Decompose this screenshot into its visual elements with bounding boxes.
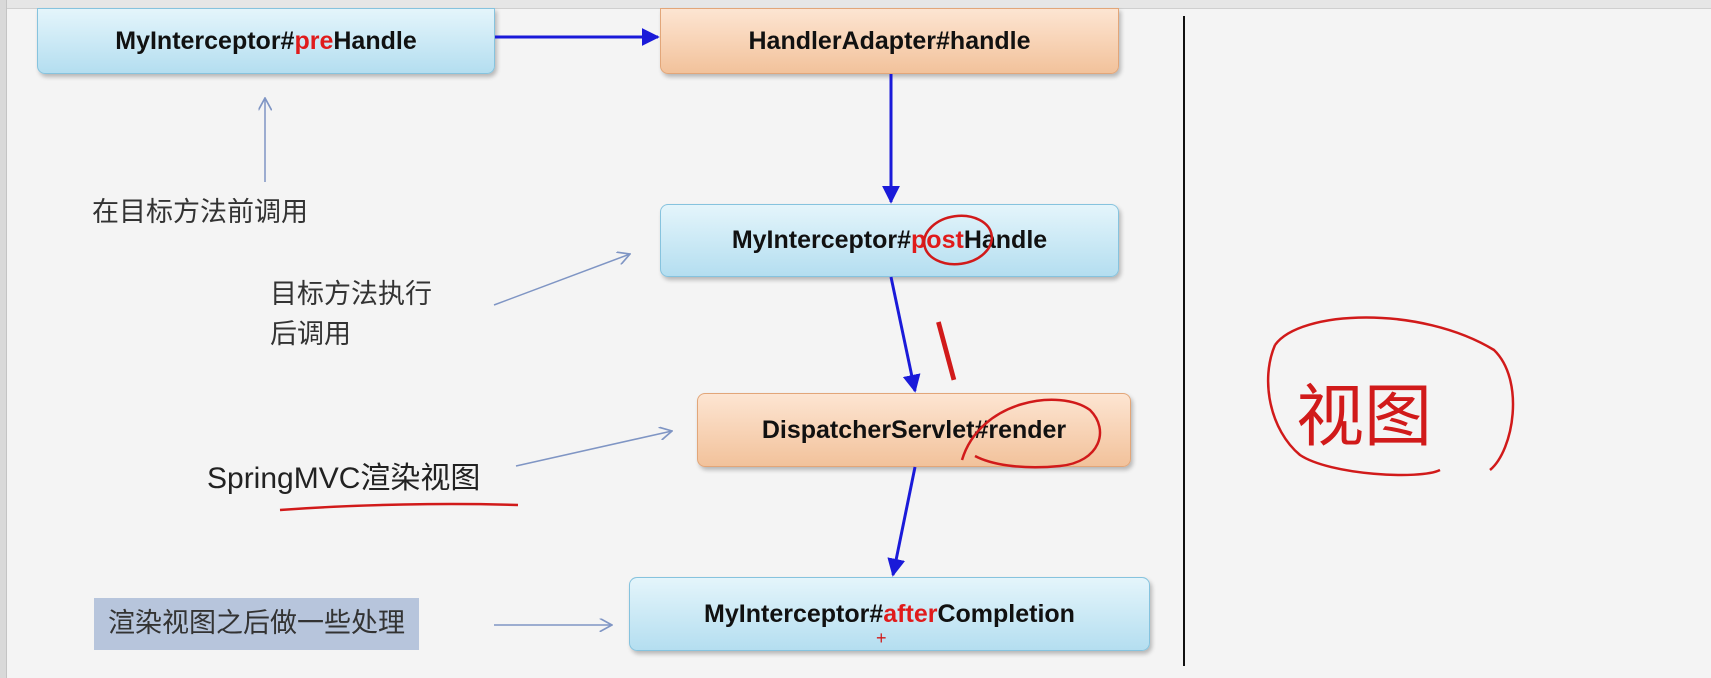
posthandle-suffix: Handle bbox=[963, 226, 1048, 254]
note-after-target-line1: 目标方法执行 bbox=[270, 279, 432, 310]
note-before-target: 在目标方法前调用 bbox=[92, 197, 308, 228]
posthandle-prefix: MyInterceptor# bbox=[731, 226, 912, 254]
note-after-render: 渲染视图之后做一些处理 bbox=[94, 598, 419, 650]
vertical-divider bbox=[1183, 16, 1185, 666]
prehandle-highlight: pre bbox=[294, 26, 334, 55]
dispatcher-render-box: DispatcherServlet#render bbox=[697, 393, 1131, 467]
prehandle-suffix: Handle bbox=[333, 26, 417, 55]
after-completion-prefix: MyInterceptor# bbox=[704, 599, 884, 628]
posthandle-highlight: post bbox=[911, 226, 964, 254]
handler-adapter-box: HandlerAdapter#handle bbox=[660, 8, 1119, 74]
note-after-target-line2: 后调用 bbox=[270, 319, 351, 350]
after-completion-suffix: Completion bbox=[937, 599, 1075, 628]
after-completion-highlight: after bbox=[883, 599, 938, 628]
handler-adapter-label: HandlerAdapter#handle bbox=[748, 26, 1031, 55]
window-left-edge bbox=[0, 0, 7, 678]
dispatcher-render-label: DispatcherServlet#render bbox=[761, 415, 1067, 444]
prehandle-prefix: MyInterceptor# bbox=[115, 26, 295, 55]
note-render-view: SpringMVC渲染视图 bbox=[207, 462, 481, 495]
